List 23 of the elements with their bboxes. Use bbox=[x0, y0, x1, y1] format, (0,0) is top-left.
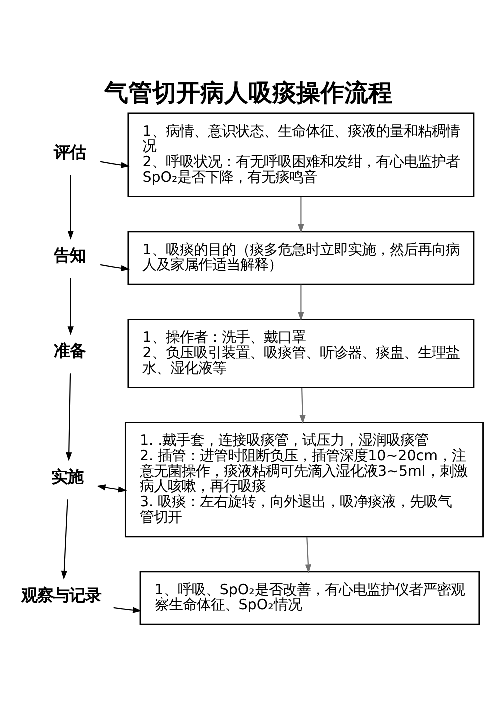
node-text: 实施 bbox=[52, 467, 84, 486]
node-box: 1、呼吸、SpO₂是否改善，有心电监护仪者严密观察生命体征、SpO₂情况 bbox=[140, 570, 480, 625]
node-box: 1、操作者：洗手、戴口罩 2、负压吸引装置、吸痰管、听诊器、痰盅、生理盐水、湿化液等 bbox=[128, 318, 475, 388]
arrow bbox=[61, 499, 68, 580]
arrow bbox=[100, 264, 130, 271]
node-box: 1. .戴手套，连接吸痰管，试压力，湿润吸痰管 2. 插管：进管时阻断负压，插管深度10~20cm，注意无菌操作，痰液粘稠可先滴入湿化液3~5ml，刺激病人咳嗽，再行吸痰 3. 吸痰：左右旋转，向外退出，吸净痰液，先吸气管切开 bbox=[125, 422, 484, 538]
arrow bbox=[300, 388, 306, 424]
node-text: 准备 bbox=[54, 340, 86, 360]
diagram-title: 气管切开病人吸痰操作流程 bbox=[104, 78, 392, 106]
node-text: 评估 bbox=[54, 142, 86, 162]
arrow bbox=[100, 160, 130, 168]
node-box: 1、病情、意识状态、生命体征、痰液的量和粘稠情况 2、呼吸状况：有无呼吸困难和发绀，有心电监护者SpO₂是否下降，有无痰鸣音 bbox=[128, 112, 475, 198]
arrow bbox=[298, 196, 304, 233]
arrow bbox=[298, 284, 304, 321]
node-text: 告知 bbox=[54, 246, 86, 265]
arrow bbox=[305, 536, 312, 573]
arrow bbox=[68, 174, 74, 240]
node-text: 观察与记录 bbox=[22, 586, 102, 605]
node-box: 1、吸痰的目的（痰多危急时立即实施，然后再向病人及家属作适当解释） bbox=[128, 230, 475, 285]
arrow bbox=[96, 484, 128, 492]
arrow bbox=[66, 373, 72, 461]
arrow bbox=[68, 278, 74, 335]
arrow bbox=[114, 606, 142, 613]
